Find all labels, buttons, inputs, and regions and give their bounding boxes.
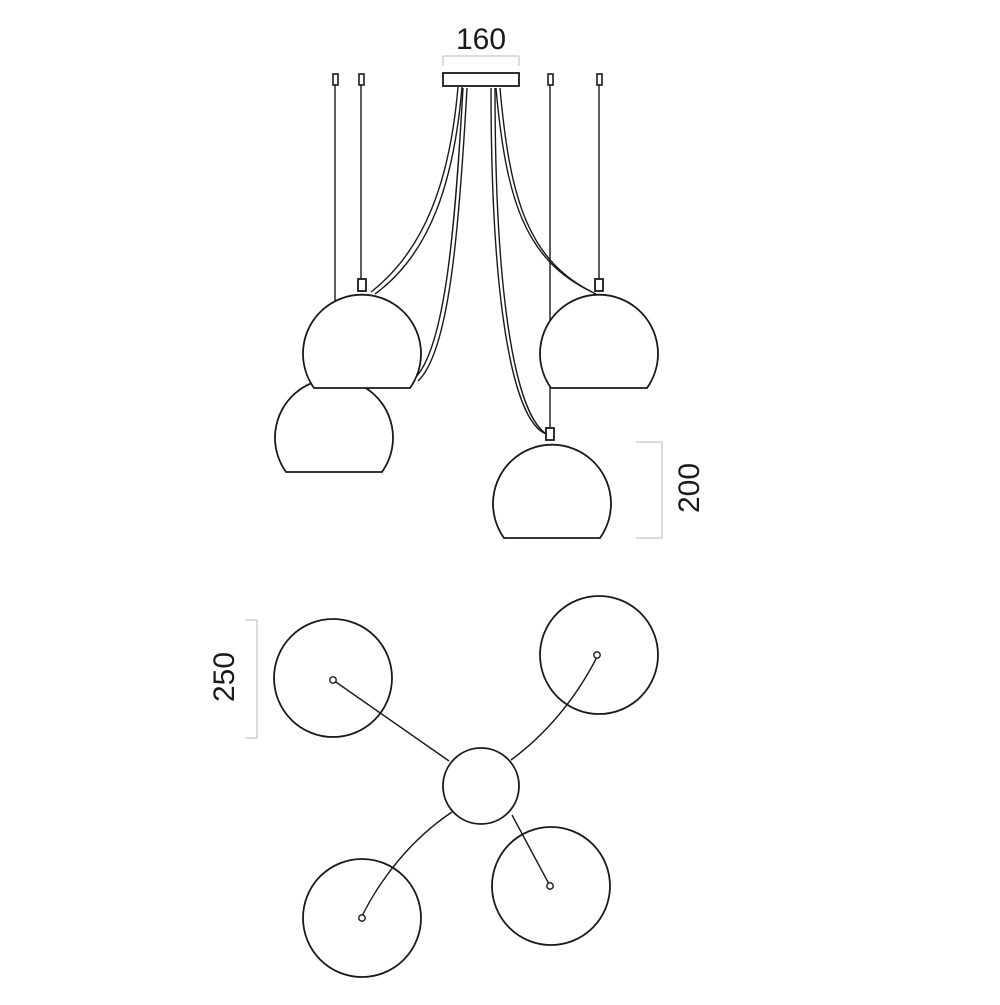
canopy-dimension-guide xyxy=(442,55,520,66)
pendant-shade xyxy=(302,293,422,389)
power-cable xyxy=(417,87,468,382)
plan-cable xyxy=(332,679,450,762)
ceiling-hook xyxy=(547,73,554,86)
canopy-width-label: 160 xyxy=(456,23,506,56)
plan-cables xyxy=(332,656,598,917)
power-cable xyxy=(494,87,551,437)
power-cable xyxy=(499,87,597,295)
shade-center-point xyxy=(593,651,601,659)
ceiling-hook xyxy=(596,73,603,86)
lamp-socket xyxy=(545,427,555,441)
pendant-shade xyxy=(492,443,612,539)
shade-center-point xyxy=(546,882,554,890)
pendant-shade xyxy=(539,293,659,389)
power-cable xyxy=(413,87,464,380)
power-cable xyxy=(370,86,459,293)
height-dimension-guide xyxy=(636,441,663,539)
plan-cable xyxy=(361,811,453,917)
lamp-sockets xyxy=(357,278,604,441)
plan-cable xyxy=(510,656,598,761)
shade-diameter-label: 250 xyxy=(208,652,241,702)
ceiling-hook xyxy=(358,73,365,86)
diameter-dimension-guide xyxy=(245,619,258,739)
shade-center-point xyxy=(329,676,337,684)
lamp-socket xyxy=(357,278,367,292)
power-cable xyxy=(495,87,593,293)
ceiling-hook xyxy=(332,73,339,86)
pendant-shade xyxy=(274,377,394,473)
shade-diameter-dimension: 250 xyxy=(208,619,258,739)
shade-height-label: 200 xyxy=(673,463,706,513)
canopy-width-dimension: 160 xyxy=(442,23,520,66)
power-cable xyxy=(374,86,463,295)
shade-center-point xyxy=(358,914,366,922)
plan-cable xyxy=(511,814,550,885)
lamp-socket xyxy=(594,278,604,292)
ceiling-canopy xyxy=(442,72,520,87)
top-view: 250 xyxy=(208,595,659,978)
canopy-top xyxy=(442,747,520,825)
shade-centers xyxy=(329,651,601,922)
shade-height-dimension: 200 xyxy=(636,441,706,539)
side-view: 160 xyxy=(274,23,706,539)
power-cable xyxy=(490,87,547,435)
power-cables xyxy=(370,86,597,437)
